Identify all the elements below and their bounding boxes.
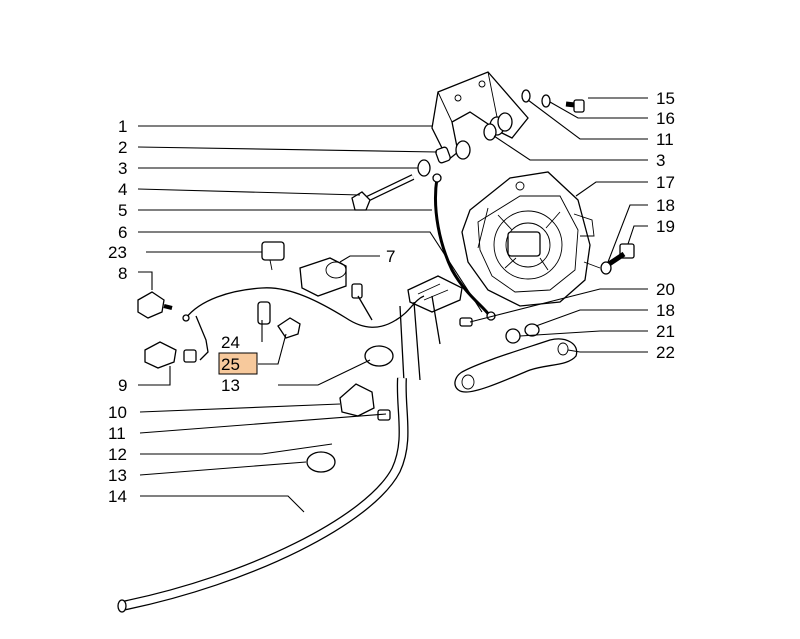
label-9: 9: [118, 376, 127, 395]
label-21: 21: [656, 322, 675, 341]
label-10: 10: [108, 403, 127, 422]
alternator: [461, 171, 601, 307]
label-4: 4: [118, 180, 127, 199]
label-14: 14: [108, 487, 127, 506]
spacer: [435, 146, 451, 164]
washer-right: [483, 123, 497, 141]
label-25: 25: [221, 355, 240, 374]
tee-24: [257, 301, 271, 325]
connector-cluster: [407, 275, 463, 313]
main-cable-hose: [117, 377, 409, 613]
label-6: 6: [118, 223, 127, 242]
washer-18-top: [600, 261, 612, 275]
clamp-13-lower: [306, 451, 336, 473]
label-18: 18: [656, 196, 675, 215]
connector-7: [299, 257, 363, 299]
label-7: 7: [386, 247, 395, 266]
nut-21: [505, 328, 521, 344]
label-8: 8: [118, 264, 127, 283]
label-11-right: 11: [656, 130, 674, 149]
label-2: 2: [118, 138, 127, 157]
adjusting-arm: [454, 338, 578, 393]
label-3: 3: [118, 159, 127, 178]
washer-18-lower: [524, 323, 540, 337]
label-11: 11: [108, 424, 126, 443]
label-17: 17: [656, 173, 675, 192]
label-3-right: 3: [656, 151, 665, 170]
washer-left: [417, 159, 431, 177]
label-15: 15: [656, 89, 675, 108]
labels-right: 15 16 11 3 17 18 19 20 18 21 22: [656, 89, 675, 362]
label-24: 24: [221, 333, 240, 352]
label-1: 1: [118, 117, 127, 136]
label-12: 12: [108, 445, 127, 464]
label-23: 23: [108, 243, 127, 262]
highlight-box: [218, 352, 258, 375]
label-18-lower: 18: [656, 301, 675, 320]
sensor-8: [137, 291, 173, 319]
long-bolt: [351, 174, 415, 211]
ground-strap: [433, 177, 492, 317]
clamp-13-upper: [364, 345, 394, 367]
label-5: 5: [118, 201, 127, 220]
washer-11: [521, 89, 531, 103]
label-13-center: 13: [221, 376, 240, 395]
mounting-bracket: [431, 71, 529, 162]
label-13: 13: [108, 466, 127, 485]
bracket-10: [339, 383, 375, 417]
wiring-harness: [182, 287, 441, 383]
labels-left: 1 2 3 4 5 6 23 8 9 10 11 12 13 14: [108, 117, 127, 506]
label-19: 19: [656, 217, 675, 236]
leader-lines: [137, 97, 648, 513]
washer-16: [541, 94, 551, 108]
label-22: 22: [656, 343, 675, 362]
bolt-15: [565, 99, 585, 113]
label-20: 20: [656, 280, 675, 299]
parts-illustration: [117, 71, 635, 613]
plug-23: [261, 241, 285, 261]
label-16: 16: [656, 109, 675, 128]
switch-25: [277, 317, 301, 339]
sensor-9: [144, 341, 197, 369]
labels-center: 7 24 25 13: [221, 247, 395, 395]
